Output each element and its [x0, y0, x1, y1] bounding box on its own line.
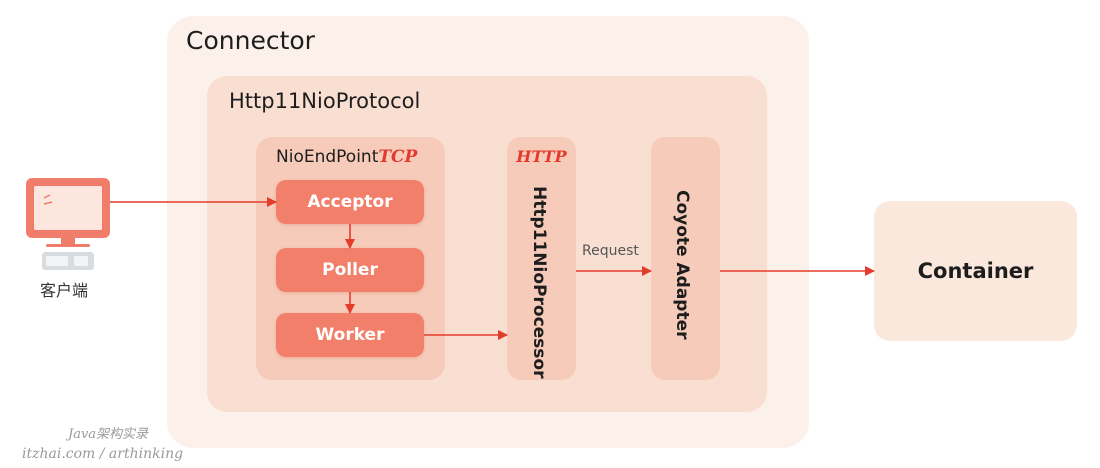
connector-title: Connector: [186, 26, 315, 55]
watermark-line-2: itzhai.com / arthinking: [22, 446, 184, 462]
adapter-title: Coyote Adapter: [672, 190, 692, 340]
tcp-tag: TCP: [378, 147, 418, 167]
request-edge-label: Request: [582, 243, 639, 259]
computer-monitor-icon: [26, 178, 110, 247]
processor-title: Http11NioProcessor: [529, 186, 549, 379]
adapter-box: [651, 137, 720, 380]
worker-node: Worker: [276, 313, 424, 357]
poller-node: Poller: [276, 248, 424, 292]
keyboard-icon: [42, 252, 94, 270]
http-tag: HTTP: [516, 147, 567, 166]
processor-box: [507, 137, 576, 380]
container-box: Container: [874, 201, 1077, 341]
endpoint-title: NioEndPointTCP: [276, 147, 417, 167]
client-label: 客户端: [40, 281, 89, 300]
acceptor-node: Acceptor: [276, 180, 424, 224]
endpoint-name: NioEndPoint: [276, 147, 379, 167]
watermark-line-1: Java架构实录: [68, 427, 149, 442]
protocol-title: Http11NioProtocol: [229, 89, 421, 113]
